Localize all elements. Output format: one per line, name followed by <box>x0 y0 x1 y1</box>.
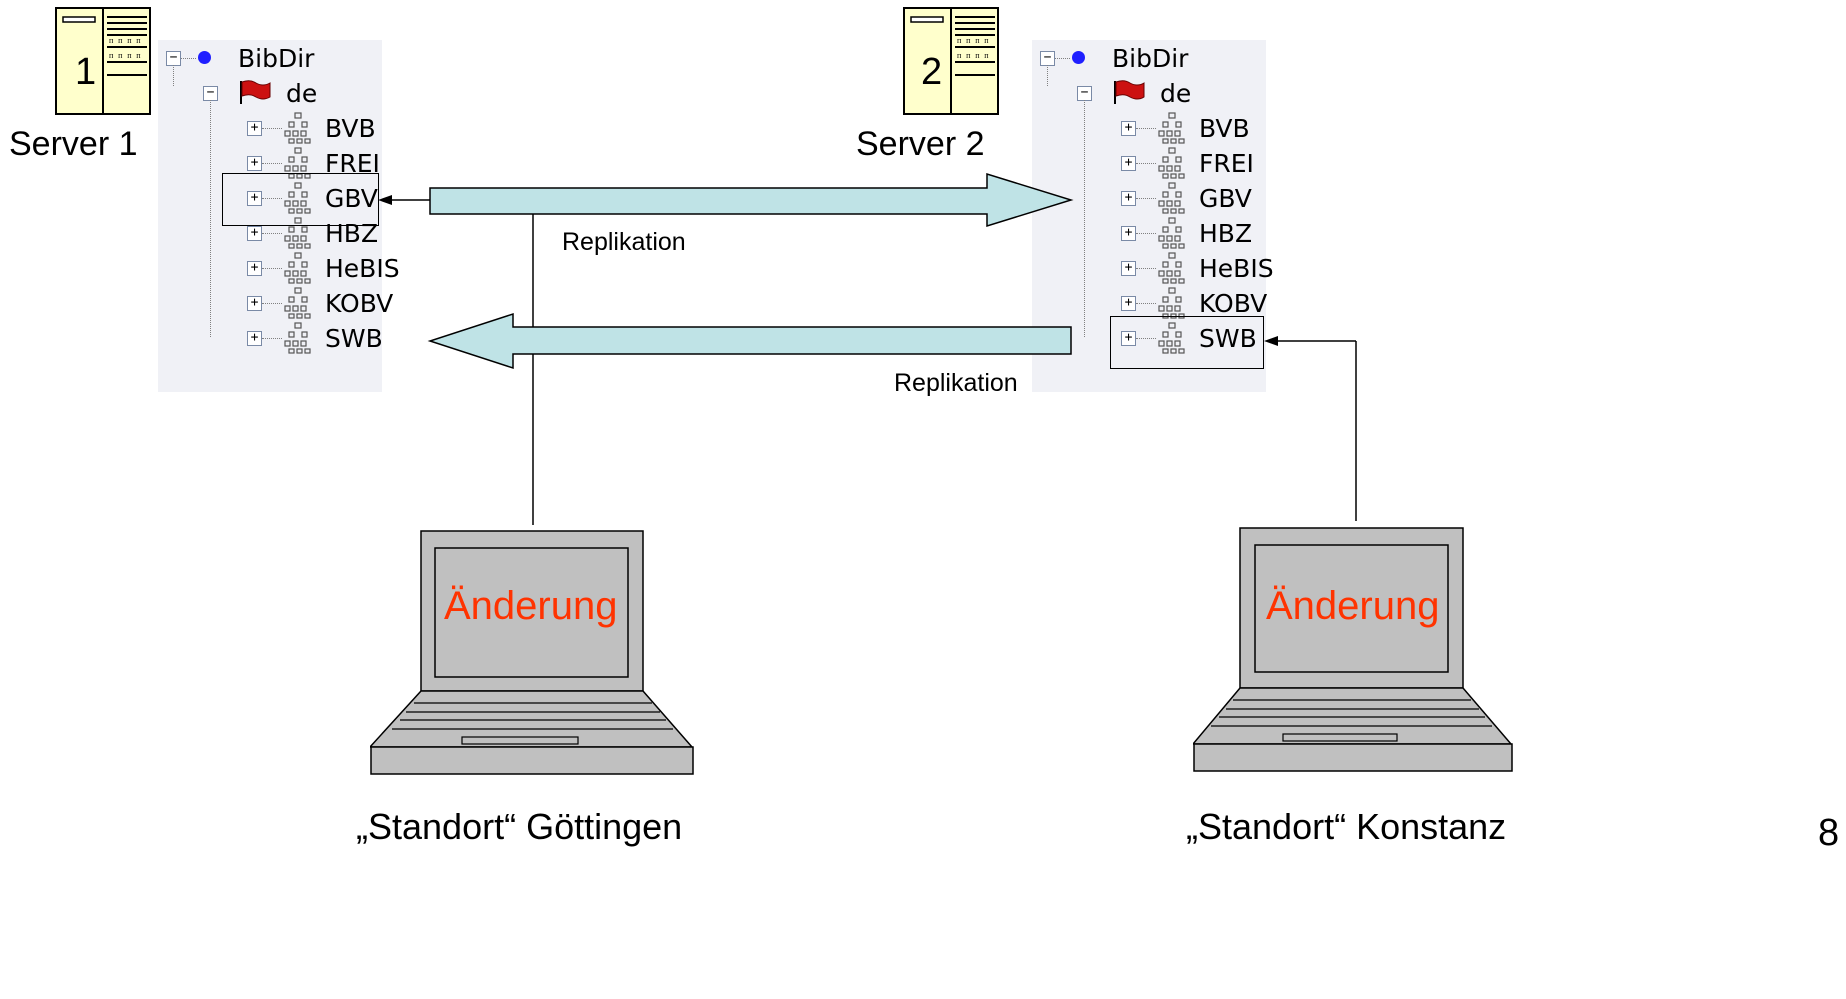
tree-node-expand-toggle[interactable]: + <box>247 261 262 276</box>
pointer-arrowhead-swb <box>1264 336 1278 346</box>
change-label-konstanz: Änderung <box>1266 584 1440 628</box>
tree-connector <box>1136 303 1156 304</box>
org-tree-icon <box>284 112 311 144</box>
org-tree-icon <box>1158 322 1185 354</box>
tree-node-label[interactable]: HeBIS <box>1199 254 1274 283</box>
pointer-arrowhead-gbv <box>378 195 392 205</box>
tree-connector <box>262 303 282 304</box>
org-tree-icon <box>284 147 311 179</box>
svg-text:ᴨ ᴨ ᴨ ᴨ: ᴨ ᴨ ᴨ ᴨ <box>109 36 141 45</box>
tree-connector <box>1136 268 1156 269</box>
replication-label-top: Replikation <box>562 228 686 256</box>
server-1-label: Server 1 <box>9 125 138 163</box>
tree-root-label[interactable]: BibDir <box>238 44 315 73</box>
org-tree-icon <box>284 322 311 354</box>
site-label-konstanz: „Standort“ Konstanz <box>1186 806 1507 847</box>
change-label-goettingen: Änderung <box>444 584 618 628</box>
tree-node-label[interactable]: BVB <box>1199 114 1250 143</box>
tree-2-selected-node-box <box>1110 316 1264 369</box>
tree-connector <box>262 198 282 199</box>
tree-node-label[interactable]: FREI <box>325 149 380 178</box>
tree-node-expand-toggle[interactable]: + <box>247 156 262 171</box>
tree-connector <box>1084 100 1085 337</box>
tree-node-label[interactable]: KOBV <box>325 289 394 318</box>
tree-node-expand-toggle[interactable]: + <box>1121 121 1136 136</box>
org-tree-icon <box>1158 147 1185 179</box>
tree-connector <box>1055 58 1070 59</box>
tree-connector <box>1136 163 1156 164</box>
laptop-goettingen-icon <box>370 530 694 775</box>
blue-dot-icon <box>198 51 211 64</box>
tree-connector <box>262 338 282 339</box>
tree-node-label[interactable]: GBV <box>1199 184 1252 213</box>
svg-text:ᴨ ᴨ ᴨ ᴨ: ᴨ ᴨ ᴨ ᴨ <box>957 51 989 60</box>
tree-node-expand-toggle[interactable]: + <box>1121 191 1136 206</box>
org-tree-icon <box>1158 217 1185 249</box>
org-tree-icon <box>284 217 311 249</box>
tree-node-label[interactable]: SWB <box>1199 324 1257 353</box>
tree-connector <box>1136 338 1156 339</box>
svg-text:ᴨ ᴨ ᴨ ᴨ: ᴨ ᴨ ᴨ ᴨ <box>957 36 989 45</box>
red-flag-icon <box>1114 80 1145 104</box>
tree-connector <box>1136 128 1156 129</box>
tree-node-label[interactable]: KOBV <box>1199 289 1268 318</box>
org-tree-icon <box>1158 182 1185 214</box>
tree-connector <box>210 100 211 337</box>
tree-node-expand-toggle[interactable]: + <box>1121 261 1136 276</box>
tree-root-label[interactable]: BibDir <box>1112 44 1189 73</box>
page-number: 8 <box>1818 812 1840 854</box>
tree-node-expand-toggle[interactable]: + <box>1121 331 1136 346</box>
tree-root-collapse-toggle[interactable]: − <box>166 51 181 66</box>
replication-arrow-to-server-2 <box>429 172 1074 228</box>
tree-country-label[interactable]: de <box>1160 79 1192 108</box>
svg-text:ᴨ ᴨ ᴨ ᴨ: ᴨ ᴨ ᴨ ᴨ <box>109 51 141 60</box>
tree-node-expand-toggle[interactable]: + <box>247 331 262 346</box>
red-flag-icon <box>240 80 271 104</box>
laptop-konstanz-icon <box>1193 527 1513 772</box>
tree-node-expand-toggle[interactable]: + <box>1121 226 1136 241</box>
org-tree-icon <box>284 252 311 284</box>
org-tree-icon <box>1158 112 1185 144</box>
tree-node-label[interactable]: FREI <box>1199 149 1254 178</box>
tree-connector <box>262 233 282 234</box>
server-2-icon: ᴨ ᴨ ᴨ ᴨ ᴨ ᴨ ᴨ ᴨ <box>903 7 999 115</box>
server-2-number: 2 <box>921 51 943 93</box>
server-1-icon: ᴨ ᴨ ᴨ ᴨ ᴨ ᴨ ᴨ ᴨ <box>55 7 151 115</box>
tree-connector <box>1136 198 1156 199</box>
tree-connector <box>262 163 282 164</box>
tree-connector <box>1047 65 1048 86</box>
tree-node-expand-toggle[interactable]: + <box>247 296 262 311</box>
blue-dot-icon <box>1072 51 1085 64</box>
tree-node-expand-toggle[interactable]: + <box>247 191 262 206</box>
replication-label-bottom: Replikation <box>894 369 1018 397</box>
org-tree-icon <box>284 287 311 319</box>
org-tree-icon <box>284 182 311 214</box>
tree-node-expand-toggle[interactable]: + <box>1121 296 1136 311</box>
tree-node-label[interactable]: BVB <box>325 114 376 143</box>
org-tree-icon <box>1158 252 1185 284</box>
tree-connector <box>173 65 174 86</box>
tree-node-expand-toggle[interactable]: + <box>1121 156 1136 171</box>
tree-connector <box>181 58 196 59</box>
tree-1-selected-node-box <box>222 173 379 226</box>
replication-arrow-to-server-1 <box>427 312 1072 370</box>
tree-node-label[interactable]: HBZ <box>1199 219 1253 248</box>
tree-node-label[interactable]: HeBIS <box>325 254 400 283</box>
tree-node-expand-toggle[interactable]: + <box>247 121 262 136</box>
server-2-label: Server 2 <box>856 125 985 163</box>
tree-connector <box>262 128 282 129</box>
tree-node-label[interactable]: GBV <box>325 184 378 213</box>
tree-connector <box>1136 233 1156 234</box>
tree-panel-server-1: −BibDir−de+ BVB+ FREI+ GBV+ HBZ+ HeBIS+ <box>158 40 400 392</box>
tree-country-label[interactable]: de <box>286 79 318 108</box>
tree-node-label[interactable]: SWB <box>325 324 383 353</box>
server-1-number: 1 <box>75 51 97 93</box>
tree-connector <box>262 268 282 269</box>
tree-node-expand-toggle[interactable]: + <box>247 226 262 241</box>
site-label-goettingen: „Standort“ Göttingen <box>356 806 683 847</box>
